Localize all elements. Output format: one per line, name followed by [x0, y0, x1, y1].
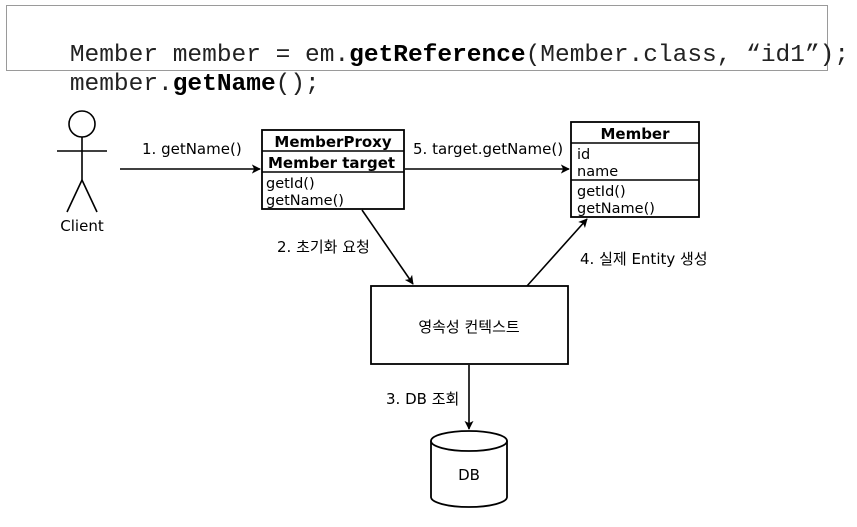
code-snippet-box: Member member = em.getReference(Member.c… — [6, 5, 849, 98]
member-proxy-method: getId() — [266, 176, 315, 192]
member-proxy-method: getName() — [266, 193, 344, 209]
arrow-step2-proxy-to-context — [361, 209, 414, 285]
step4-label: 4. 실제 Entity 생성 — [580, 250, 708, 268]
code-line-2: member.getName(); — [11, 43, 320, 127]
step5-label: 5. target.getName() — [413, 140, 563, 158]
member-entity-class-box: Member id name getId() getName() — [570, 121, 700, 218]
member-proxy-class-box: MemberProxy Member target getId() getNam… — [261, 129, 405, 210]
step3-label: 3. DB 조회 — [386, 390, 459, 408]
code-segment: Member member = em. — [69, 42, 350, 69]
persistence-context-label: 영속성 컨텍스트 — [418, 318, 520, 336]
member-proxy-title: MemberProxy — [274, 133, 391, 151]
member-proxy-target-field: Member target — [268, 154, 395, 172]
code-segment-bold: getName — [172, 71, 276, 98]
member-entity-method: getName() — [577, 201, 655, 217]
code-line-1: Member member = em.getReference(Member.c… — [11, 14, 849, 98]
client-label: Client — [60, 217, 104, 235]
database-label: DB — [458, 466, 480, 484]
client-actor-icon — [57, 110, 107, 213]
arrow-step4-context-to-member — [526, 218, 588, 287]
member-entity-title: Member — [600, 125, 670, 143]
member-entity-field: name — [577, 164, 618, 180]
code-segment: (); — [275, 71, 320, 98]
member-entity-method: getId() — [577, 184, 626, 200]
database-cylinder-icon — [430, 430, 508, 508]
persistence-context-box: 영속성 컨텍스트 — [370, 285, 569, 365]
member-entity-field: id — [577, 147, 590, 163]
step1-label: 1. getName() — [142, 140, 242, 158]
code-segment-bold: getReference — [349, 42, 526, 69]
code-segment: (Member.class, “id1”); — [525, 42, 850, 69]
code-segment: member. — [69, 71, 173, 98]
step2-label: 2. 초기화 요청 — [277, 238, 370, 256]
